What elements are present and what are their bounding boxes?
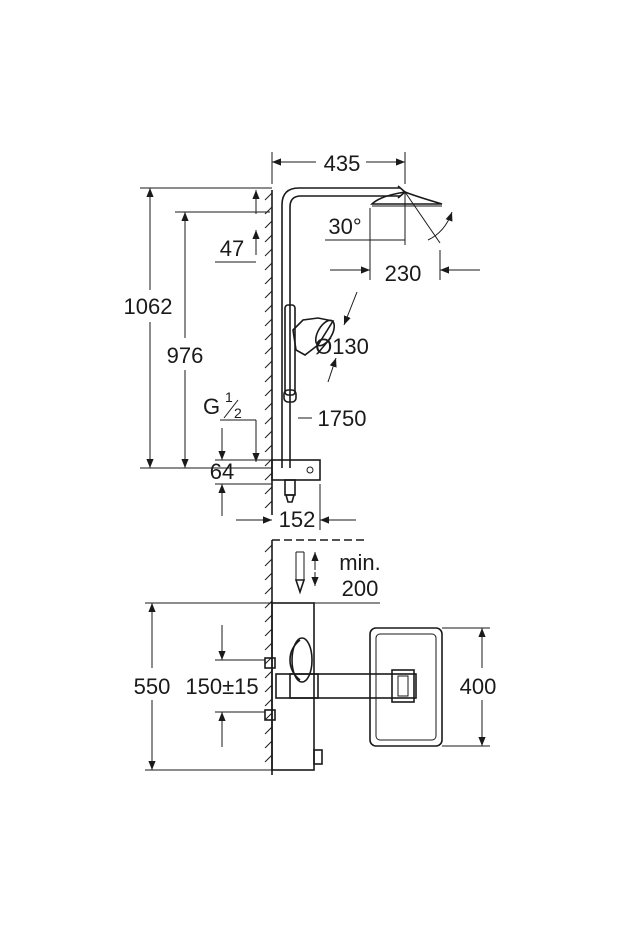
dim-thermostat-height: 550 (134, 674, 171, 699)
dim-total-height: 1062 (124, 294, 173, 319)
head-shower (370, 191, 443, 205)
slide-bar (284, 304, 296, 396)
tray (369, 627, 443, 747)
dim-min-label: min. (339, 550, 381, 575)
riser-pipe-back (289, 195, 400, 468)
dim-thread-den: 2 (234, 405, 242, 421)
thermostat-cabinet (271, 602, 315, 771)
shelf-arm (275, 673, 417, 699)
wall-hatching (264, 192, 273, 509)
dim-hand-shower-diameter: Ø130 (315, 334, 369, 359)
dim-tilt-angle: 30° (328, 214, 361, 239)
front-elevation: min. 200 550 150±15 400 (134, 539, 497, 775)
dim-thread-num: 1 (225, 389, 233, 405)
dim-tray-width: 400 (460, 674, 497, 699)
dim-wall-distance: 152 (279, 507, 316, 532)
riser-pipe-front (281, 187, 400, 468)
dim-arm-length: 435 (324, 151, 361, 176)
dim-connection-distance: 150±15 (185, 674, 258, 699)
hand-shower-front (291, 637, 313, 683)
tilt-line (404, 191, 441, 244)
dim-min-value: 200 (342, 576, 379, 601)
outlet-stub (284, 479, 296, 496)
dim-hose-length: 1750 (318, 406, 367, 431)
side-elevation: 435 47 30° 230 1062 976 Ø130 1750 (124, 150, 480, 532)
slider-knob (283, 389, 297, 403)
dim-inlet-height: 64 (210, 459, 234, 484)
hand-shower (292, 317, 335, 356)
dim-thread-g: G (203, 394, 220, 419)
dim-head-size: 230 (385, 261, 422, 286)
thermostat-body (271, 459, 321, 481)
tilt-arc (427, 211, 453, 241)
wall-hatching-lower (264, 544, 273, 763)
dim-outlet-height: 976 (167, 343, 204, 368)
dim-head-offset: 47 (220, 236, 244, 261)
